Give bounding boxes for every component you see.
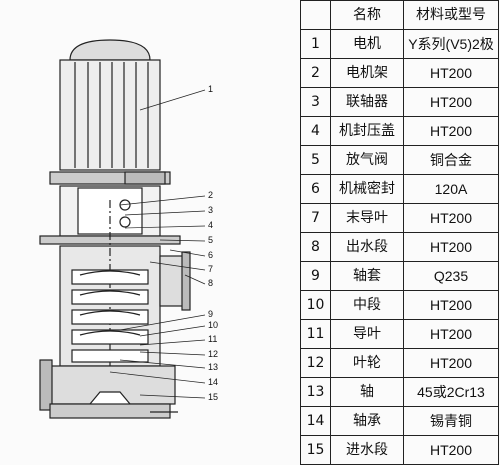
- part-name: 放气阀: [330, 145, 404, 175]
- row-number: 3: [300, 87, 331, 117]
- part-name: 联轴器: [330, 87, 404, 117]
- part-name: 电机架: [330, 58, 404, 88]
- part-material: 铜合金: [403, 145, 499, 175]
- row-number: 13: [300, 377, 331, 407]
- pump-section-drawing: 1 2 3 4 5 6 7 8 9 10 11 12 13 14 15: [39, 39, 218, 419]
- part-material: HT200: [403, 203, 499, 233]
- part-material: Q235: [403, 261, 499, 291]
- part-name: 轴承: [330, 406, 404, 436]
- part-name: 末导叶: [330, 203, 404, 233]
- header-material: 材料或型号: [403, 0, 499, 30]
- part-name: 中段: [330, 290, 404, 320]
- part-material: HT200: [403, 319, 499, 349]
- callout-6: 6: [208, 250, 213, 260]
- part-name: 机械密封: [330, 174, 404, 204]
- leader-lines: [109, 89, 206, 399]
- part-name: 进水段: [330, 435, 404, 465]
- callout-2: 2: [208, 190, 213, 200]
- callout-7: 7: [208, 264, 213, 274]
- part-name: 导叶: [330, 319, 404, 349]
- row-number: 7: [300, 203, 331, 233]
- part-material: 锡青铜: [403, 406, 499, 436]
- row-number: 1: [300, 29, 331, 59]
- callout-8: 8: [208, 278, 213, 288]
- part-name: 出水段: [330, 232, 404, 262]
- row-number: 2: [300, 58, 331, 88]
- callout-4: 4: [208, 220, 213, 230]
- row-number: 10: [300, 290, 331, 320]
- row-number: 11: [300, 319, 331, 349]
- row-number: 4: [300, 116, 331, 146]
- callout-5: 5: [208, 235, 213, 245]
- row-number: 15: [300, 435, 331, 465]
- row-number: 5: [300, 145, 331, 175]
- pump-body: [39, 200, 191, 419]
- callout-labels: 1 2 3 4 5 6 7 8 9 10 11 12 13 14 15: [208, 84, 218, 402]
- callout-11: 11: [208, 334, 217, 344]
- callout-14: 14: [208, 377, 218, 387]
- part-material: Y系列(V5)2极: [403, 29, 499, 59]
- row-number: 12: [300, 348, 331, 378]
- part-material: 45或2Cr13: [403, 377, 499, 407]
- part-material: HT200: [403, 348, 499, 378]
- header-name: 名称: [330, 0, 404, 30]
- callout-13: 13: [208, 362, 218, 372]
- motor: [49, 39, 171, 185]
- row-number: 6: [300, 174, 331, 204]
- row-number: 9: [300, 261, 331, 291]
- table-header-row: 名称 材料或型号: [300, 0, 499, 30]
- part-material: HT200: [403, 290, 499, 320]
- part-material: HT200: [403, 116, 499, 146]
- callout-3: 3: [208, 205, 213, 215]
- part-name: 轴套: [330, 261, 404, 291]
- part-material: HT200: [403, 232, 499, 262]
- callout-9: 9: [208, 309, 213, 319]
- part-name: 叶轮: [330, 348, 404, 378]
- row-number: 14: [300, 406, 331, 436]
- callout-10: 10: [208, 320, 218, 330]
- part-material: HT200: [403, 87, 499, 117]
- callout-1: 1: [208, 84, 213, 94]
- part-name: 轴: [330, 377, 404, 407]
- header-number: [300, 0, 331, 30]
- row-number: 8: [300, 232, 331, 262]
- callout-12: 12: [208, 349, 218, 359]
- part-material: HT200: [403, 58, 499, 88]
- part-name: 电机: [330, 29, 404, 59]
- part-name: 机封压盖: [330, 116, 404, 146]
- part-material: 120A: [403, 174, 499, 204]
- part-material: HT200: [403, 435, 499, 465]
- callout-15: 15: [208, 392, 218, 402]
